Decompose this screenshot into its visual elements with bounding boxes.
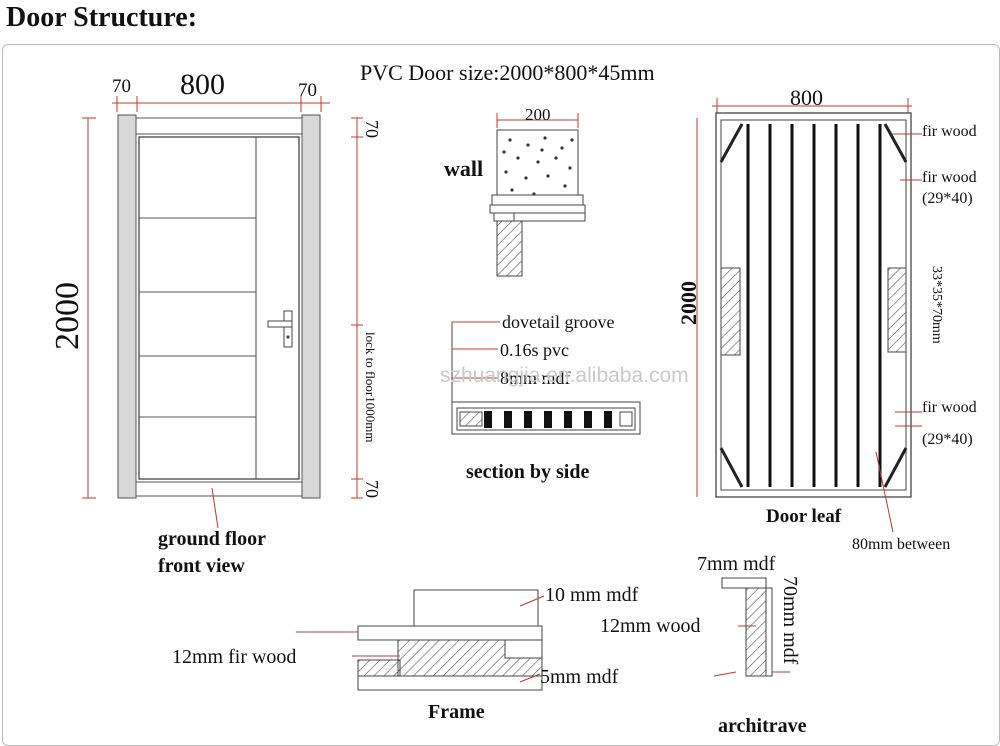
leaf-height: 2000 — [676, 281, 701, 325]
right-jamb — [301, 114, 321, 499]
architrave-mdf70: 70mm mdf — [779, 576, 801, 665]
door-head — [135, 117, 303, 135]
wall-detail: 200 wall — [444, 105, 586, 277]
architrave-wood12: 12mm wood — [600, 615, 701, 637]
leaf-lock-block-left — [720, 267, 741, 356]
frame-section: 10 mm mdf 12mm fir wood 5mm mdf Frame — [172, 584, 639, 723]
architrave-caption: architrave — [718, 715, 807, 737]
wall-dim: 200 — [525, 105, 551, 124]
front-caption-line1: ground floor — [158, 528, 266, 550]
leaf-lock-block-right — [887, 267, 907, 353]
door-leaf-structure: 800 2000 fir wood fir wood (29*40) 33*35… — [676, 85, 977, 553]
door-handle-icon — [267, 310, 293, 348]
front-height: 2000 — [49, 282, 86, 350]
section-callout-2: 0.16s pvc — [500, 340, 569, 360]
leaf-fir-2-size: (29*40) — [922, 190, 973, 207]
section-callout-3: 8mm mdf — [500, 368, 571, 388]
wall-block — [496, 129, 579, 206]
leaf-block-size: 33*35*70mm — [929, 266, 944, 344]
front-door-leaf — [138, 136, 300, 480]
wall-label: wall — [444, 156, 483, 181]
front-bottom-margin: 70 — [362, 480, 382, 498]
leaf-spacing: 80mm between — [852, 536, 950, 553]
frame-caption: Frame — [428, 701, 485, 723]
front-width-left: 70 — [112, 76, 131, 97]
watermark: szhuangjia.en.alibaba.com — [440, 364, 689, 387]
front-caption-line2: front view — [158, 555, 245, 577]
left-jamb — [117, 114, 137, 499]
frame-fir12: 12mm fir wood — [172, 646, 296, 668]
front-top-margin: 70 — [362, 120, 382, 138]
leaf-fir-1: fir wood — [922, 123, 977, 140]
section-caption: section by side — [466, 461, 589, 483]
leaf-fir-3: fir wood — [922, 399, 977, 416]
frame-mdf5: 5mm mdf — [540, 666, 619, 688]
lock-height-note: lock to floor1000mm — [363, 332, 378, 443]
front-width-mid: 800 — [180, 68, 225, 101]
leaf-fir-2: fir wood — [922, 169, 977, 186]
page-heading: Door Structure: — [6, 2, 198, 33]
front-view: 70 800 70 2000 70 — [49, 68, 382, 577]
section-callout-1: dovetail groove — [502, 312, 614, 332]
architrave-mdf7: 7mm mdf — [697, 553, 776, 575]
leaf-ribs — [746, 124, 882, 487]
leaf-fir-3-size: (29*40) — [922, 431, 973, 448]
front-width-right: 70 — [298, 80, 317, 101]
door-sill — [135, 481, 303, 497]
leaf-width: 800 — [790, 85, 823, 110]
leaf-caption: Door leaf — [766, 506, 842, 527]
door-size-title: PVC Door size:2000*800*45mm — [360, 60, 655, 85]
section-by-side: dovetail groove 0.16s pvc 8mm mdf sectio… — [451, 312, 641, 483]
frame-mdf10: 10 mm mdf — [545, 584, 639, 606]
architrave-section: 7mm mdf 12mm wood 70mm mdf architrave — [600, 553, 807, 737]
